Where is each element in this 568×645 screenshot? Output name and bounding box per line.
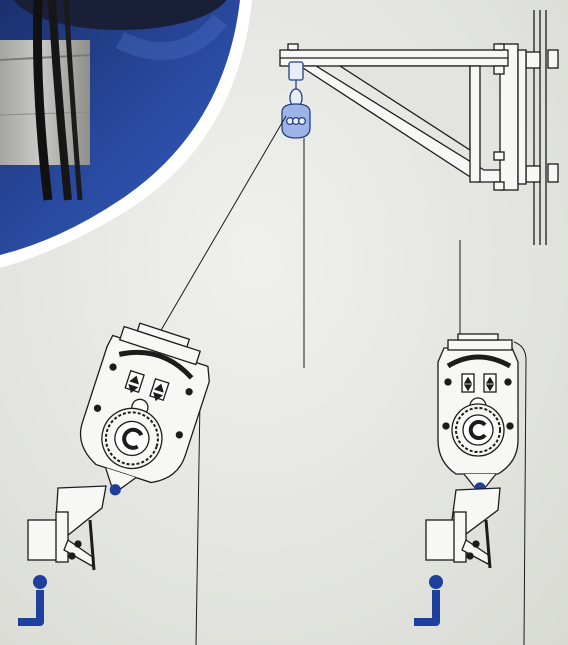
anchor-hook-right bbox=[414, 575, 443, 626]
winch-device-right bbox=[437, 333, 519, 496]
clamp-right bbox=[425, 487, 501, 569]
product-photo-inset bbox=[0, 0, 252, 268]
pulley-block bbox=[281, 61, 311, 139]
clamp-left bbox=[27, 485, 107, 571]
wall-jib-bracket bbox=[279, 10, 559, 245]
anchor-hook-left bbox=[18, 575, 47, 626]
winch-device-left bbox=[79, 322, 210, 496]
